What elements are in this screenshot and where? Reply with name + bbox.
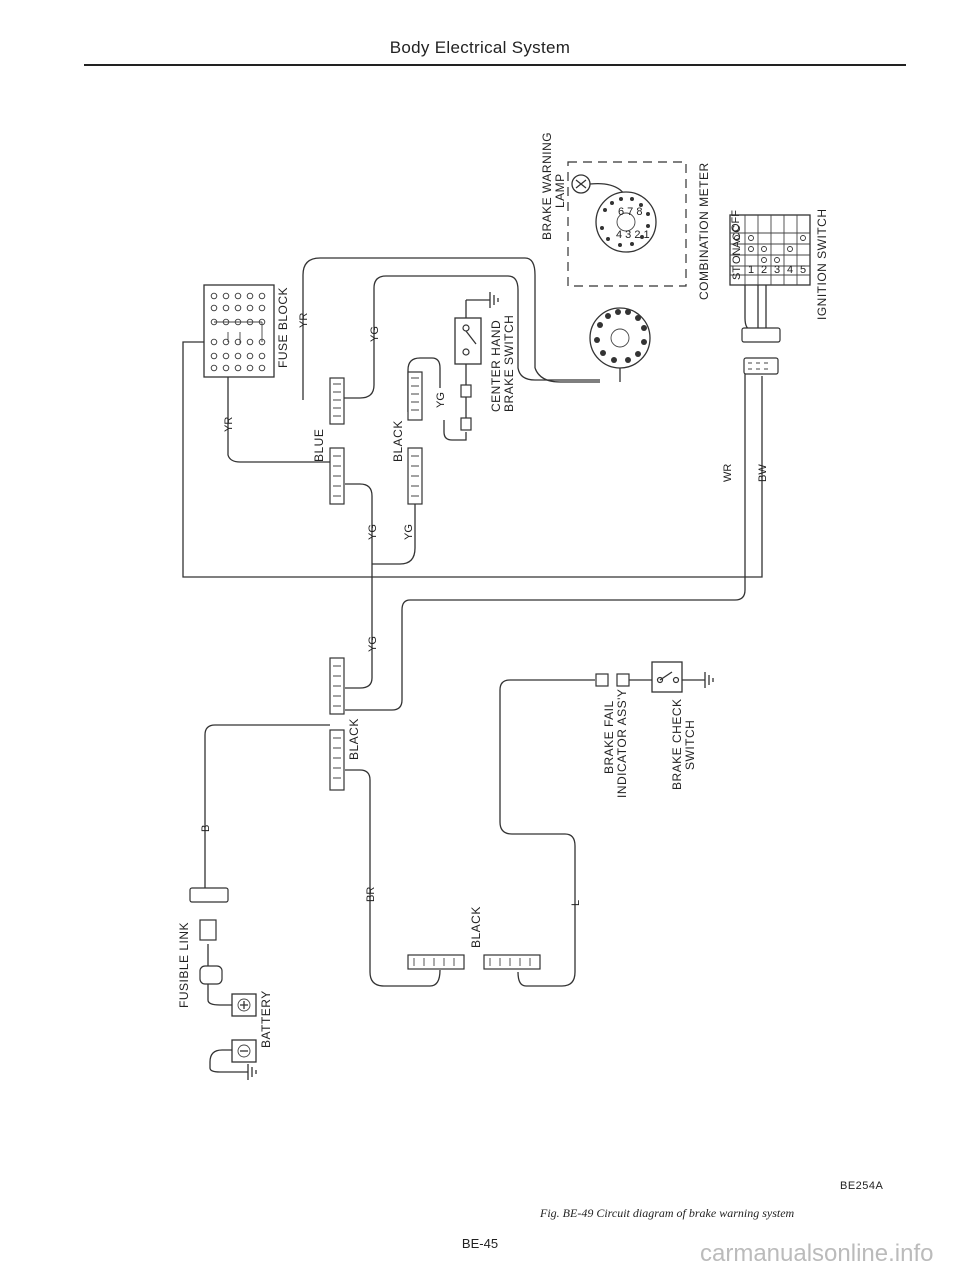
ground-symbol-check-switch <box>704 672 714 688</box>
label-fuse-block: FUSE BLOCK <box>276 287 290 368</box>
hand-brake-switch-body <box>454 317 482 365</box>
label-hand-brake-line1: CENTER HAND <box>489 320 503 412</box>
wire-yr-fuse <box>227 375 330 463</box>
label-ignition-switch: IGNITION SWITCH <box>815 209 829 321</box>
label-battery: BATTERY <box>259 990 273 1048</box>
ground-symbol-battery <box>247 1064 257 1080</box>
brake-fail-indicator-assy <box>595 661 714 693</box>
hand-brake-terminal-2 <box>460 417 472 431</box>
brake-fail-terminal-1 <box>595 673 609 687</box>
wire-label-yg-top: YG <box>369 326 381 342</box>
black-connector-mid-lower <box>329 729 345 791</box>
wire-label-yg-mid-2: YG <box>403 524 415 540</box>
header-rule <box>84 64 906 66</box>
wire-label-wr: WR <box>722 464 734 482</box>
main-loop-wire <box>182 341 763 578</box>
ignition-header-acc: ACC <box>731 225 743 248</box>
page-header-title: Body Electrical System <box>389 38 571 57</box>
wire-br <box>345 769 441 987</box>
label-brake-warning-lamp-line1: BRAKE WARNING <box>540 132 554 240</box>
black-connector-upper <box>407 371 423 421</box>
wire-label-yr-fuse: YR <box>223 417 235 432</box>
ignition-header-on: ON <box>731 247 743 264</box>
ignition-row-2: 2 <box>761 264 767 276</box>
brake-check-switch-body <box>651 661 683 693</box>
wire-label-bw: BW <box>757 464 769 482</box>
wire-label-yr-left: YR <box>298 313 310 328</box>
label-connector-black-1: BLACK <box>391 420 405 462</box>
wire-b <box>204 724 330 890</box>
page-number: BE-45 <box>461 1236 499 1251</box>
label-connector-black-3: BLACK <box>469 906 483 948</box>
ground-symbol-hand-brake <box>489 292 499 308</box>
wire-black-down <box>372 502 416 565</box>
svg-text:6 7 8: 6 7 8 <box>618 206 642 218</box>
figure-caption: Fig. BE-49 Circuit diagram of brake warn… <box>540 1206 795 1220</box>
combination-meter-outline <box>567 161 687 287</box>
wire-yg-hand <box>407 357 441 412</box>
hand-brake-terminal-1 <box>460 384 472 398</box>
label-fusible-link: FUSIBLE LINK <box>177 922 191 1008</box>
wire-yg-top <box>342 275 600 399</box>
wire-wr <box>345 372 746 711</box>
wire-ignition-conn <box>744 284 767 331</box>
ignition-row-4: 4 <box>787 264 793 276</box>
wire-label-yg-hand: YG <box>435 392 447 408</box>
wiring <box>182 257 767 1073</box>
wire-brake-fail <box>499 679 595 987</box>
wire-blue-down <box>345 483 373 689</box>
label-brake-check-line2: SWITCH <box>683 720 697 770</box>
wire-label-yg-mid-1: YG <box>367 524 379 540</box>
fusible-link-fuse <box>199 965 223 985</box>
wire-labels: YR YR YG YG YG YG YG WR BW B BR L <box>200 313 769 906</box>
combination-meter: 6 7 8 4 3 2 1 <box>534 161 687 383</box>
watermark-text: carmanualsonline.info <box>700 1240 934 1267</box>
ignition-header-st: ST <box>731 266 743 280</box>
wire-label-br: BR <box>365 887 377 902</box>
label-connector-blue: BLUE <box>312 429 326 462</box>
label-brake-check-line1: BRAKE CHECK <box>670 698 684 790</box>
ignition-row-3: 3 <box>774 264 780 276</box>
wire-label-b: B <box>200 825 212 832</box>
svg-text:4 3 2 1: 4 3 2 1 <box>616 229 650 241</box>
black-connector-bottom-left <box>407 954 465 970</box>
ignition-connector-upper <box>741 327 781 343</box>
label-brake-warning-lamp-line2: LAMP <box>553 173 567 208</box>
fusible-link-connector <box>189 887 229 903</box>
ignition-switch: OFF ACC ON ST 1 2 3 4 5 <box>729 210 811 375</box>
wire-yr-top <box>302 257 536 400</box>
label-connector-black-2: BLACK <box>347 718 361 760</box>
center-hand-brake-switch <box>454 292 499 431</box>
ignition-header-off: OFF <box>730 210 742 232</box>
label-combination-meter: COMBINATION METER <box>697 162 711 300</box>
connectors <box>329 371 541 970</box>
figure-code: BE254A <box>840 1180 884 1192</box>
wire-battery <box>207 944 248 1073</box>
component-labels: BRAKE WARNING LAMP COMBINATION METER IGN… <box>177 132 829 1048</box>
ignition-row-5: 5 <box>800 264 806 276</box>
ignition-connector-lower <box>743 357 779 375</box>
fusible-link-element <box>199 919 217 941</box>
blue-connector-upper <box>329 377 345 425</box>
label-brake-fail-line1: BRAKE FAIL <box>602 700 616 774</box>
meter-connector-socket <box>595 191 657 253</box>
wire-label-l: L <box>570 900 582 906</box>
label-brake-fail-line2: INDICATOR ASS'Y <box>615 689 629 798</box>
fusible-link-and-battery <box>189 887 257 1080</box>
black-connector-bottom-right <box>483 954 541 970</box>
brake-fail-terminal-2 <box>616 673 630 687</box>
fuse-block <box>203 284 275 378</box>
ignition-row-1: 1 <box>748 264 754 276</box>
label-hand-brake-line2: BRAKE SWITCH <box>502 315 516 412</box>
wire-label-yg-low: YG <box>367 636 379 652</box>
